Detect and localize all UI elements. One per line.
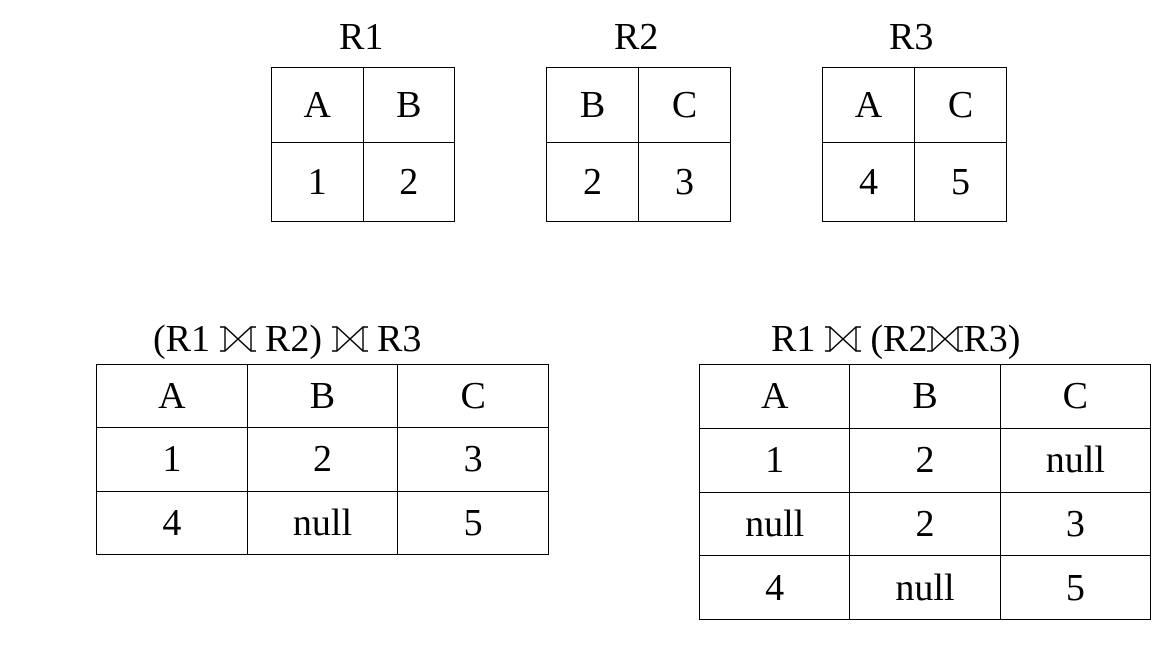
table-cell: 4 — [698, 555, 851, 620]
table-cell: 4 — [96, 490, 248, 556]
table-header-row: A C — [822, 67, 1007, 143]
table-cell: 2 — [849, 427, 1001, 493]
table-cell: 3 — [397, 427, 549, 492]
table-cell: 1 — [271, 142, 364, 222]
table-header-cell: C — [999, 364, 1152, 429]
table-header-row: A B C — [698, 364, 1152, 429]
table-cell: 1 — [96, 427, 248, 492]
caption-part: (R1 — [153, 318, 210, 360]
table-cell: 5 — [999, 555, 1152, 620]
table-header-cell: C — [914, 67, 1007, 143]
table-row: 4 null 5 — [698, 555, 1152, 620]
full-outer-join-icon — [331, 324, 368, 354]
table-cell: 2 — [546, 142, 639, 222]
relation-table-r1: A B 1 2 — [271, 67, 455, 222]
table-row: 1 2 — [271, 142, 455, 222]
table-header-cell: A — [698, 364, 851, 429]
caption-part: R2) — [265, 318, 322, 360]
table-cell: null — [999, 427, 1152, 493]
caption-part: R3 — [377, 318, 422, 360]
table-header-cell: B — [849, 364, 1001, 429]
table-row: 1 2 3 — [96, 427, 549, 492]
table-cell: null — [246, 490, 399, 556]
table-header-cell: C — [397, 363, 549, 429]
table-header-row: A B C — [96, 363, 549, 429]
result-table-left: A B C 1 2 3 4 null 5 — [96, 363, 549, 556]
table-header-row: A B — [271, 67, 455, 143]
result-table-right: A B C 1 2 null null 2 3 4 null 5 — [698, 364, 1152, 620]
table-header-cell: A — [96, 363, 248, 429]
table-header-cell: C — [638, 67, 731, 143]
table-cell: 3 — [638, 142, 731, 222]
relation-table-r2: B C 2 3 — [546, 67, 731, 222]
table-header-cell: A — [822, 67, 915, 143]
table-row: 4 null 5 — [96, 490, 549, 556]
relation-table-r3: A C 4 5 — [822, 67, 1007, 222]
table-cell: 1 — [698, 427, 851, 493]
table-cell: 2 — [362, 142, 455, 222]
table-header-cell: B — [362, 67, 455, 143]
table-cell: 4 — [822, 142, 915, 222]
full-outer-join-icon — [219, 324, 256, 354]
relation-name-r2: R2 — [614, 16, 659, 58]
result-caption-right: R1 (R2 R3) — [771, 320, 1020, 358]
table-cell: null — [698, 491, 851, 557]
table-header-cell: B — [546, 67, 639, 143]
relation-name-r1: R1 — [339, 16, 384, 58]
caption-part: R3) — [963, 318, 1021, 360]
result-caption-left: (R1 R2) R3 — [153, 320, 421, 358]
table-cell: 2 — [246, 427, 399, 492]
relation-name-r3: R3 — [889, 16, 934, 58]
table-row: null 2 3 — [698, 491, 1152, 557]
caption-part: (R2 — [870, 318, 928, 360]
table-cell: 3 — [999, 491, 1152, 557]
table-cell: 5 — [397, 490, 549, 556]
full-outer-join-icon — [927, 324, 964, 354]
caption-part: R1 — [771, 318, 816, 360]
table-header-row: B C — [546, 67, 731, 143]
full-outer-join-icon — [824, 324, 861, 354]
table-header-cell: A — [271, 67, 364, 143]
table-cell: null — [849, 555, 1001, 620]
table-cell: 5 — [914, 142, 1007, 222]
table-row: 2 3 — [546, 142, 731, 222]
table-header-cell: B — [246, 363, 399, 429]
table-cell: 2 — [849, 491, 1001, 557]
table-row: 1 2 null — [698, 427, 1152, 493]
table-row: 4 5 — [822, 142, 1007, 222]
